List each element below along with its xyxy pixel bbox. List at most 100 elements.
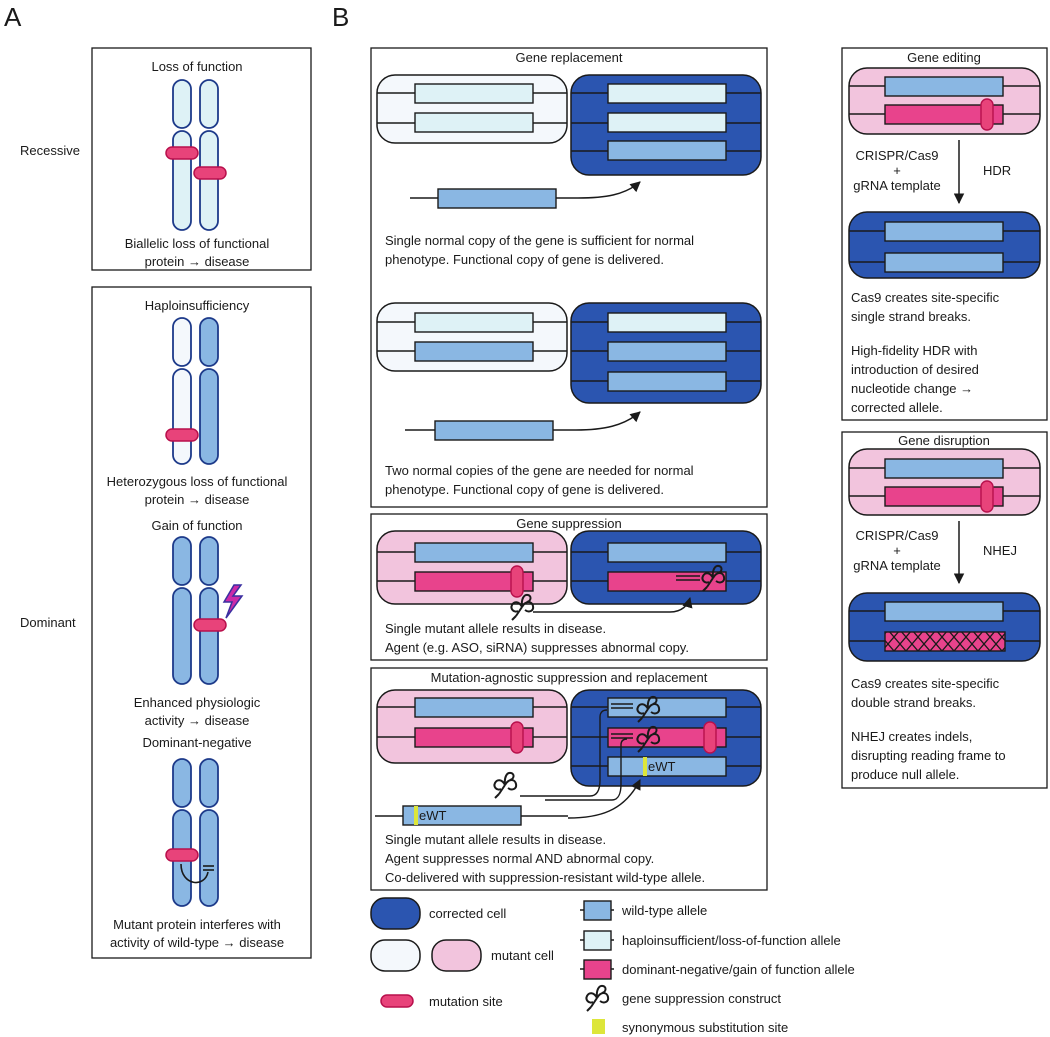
mutation-site — [193, 166, 227, 180]
gene-disruption-caption-5: produce null allele. — [851, 767, 959, 782]
gene-editing-box: Gene editing CRISPR/Cas9 + gRNA template… — [841, 47, 1048, 421]
delivered-ewt-gene: eWT — [375, 779, 641, 826]
legend-dominant-negative-allele: dominant-negative/gain of function allel… — [622, 962, 855, 977]
recessive-row-label: Recessive — [20, 143, 80, 158]
mutation-site — [193, 618, 227, 632]
mutation-site — [510, 721, 524, 754]
gene-disruption-box: Gene disruption CRISPR/Cas9 + gRNA templ… — [841, 431, 1048, 789]
gene-editing-title: Gene editing — [907, 50, 981, 65]
legend-corrected-cell: corrected cell — [429, 906, 506, 921]
wild-type-allele — [434, 420, 554, 441]
gene-replacement-caption-1a: Single normal copy of the gene is suffic… — [385, 233, 694, 248]
ewt-allele — [607, 756, 727, 777]
delivery-arrow — [575, 411, 641, 431]
gene-editing-agent-1: CRISPR/Cas9 — [855, 148, 938, 163]
gene-disruption-caption-1: Cas9 creates site-specific — [851, 676, 1000, 691]
legend: corrected cell mutant cell mutation site… — [370, 897, 855, 1035]
wild-type-allele — [414, 697, 534, 718]
wild-type-allele — [607, 371, 727, 392]
mutant-cell — [848, 67, 1041, 135]
dominant-negative-caption-2: activity of wild-type → disease — [110, 935, 284, 950]
gain-of-function-title: Gain of function — [151, 518, 242, 533]
delivery-arrow — [533, 596, 693, 613]
wild-type-allele — [437, 188, 557, 209]
mutation-site — [165, 848, 199, 862]
loss-of-function-box: Loss of function Biallelic loss of funct… — [91, 47, 312, 271]
corrected-cell — [848, 592, 1041, 662]
legend-synonymous-site: synonymous substitution site — [622, 1020, 788, 1035]
gene-editing-caption-1: Cas9 creates site-specific — [851, 290, 1000, 305]
legend-mutant-cell: mutant cell — [491, 948, 554, 963]
wild-type-allele — [414, 341, 534, 362]
mutant-cell — [376, 302, 568, 372]
mutation-site — [980, 480, 994, 513]
gene-disruption-agent-1: CRISPR/Cas9 — [855, 528, 938, 543]
legend-mutation-site-swatch — [380, 994, 414, 1008]
mutant-cell — [376, 530, 568, 605]
interference-arrow — [180, 863, 209, 884]
gene-disruption-pathway: NHEJ — [983, 543, 1017, 558]
gene-suppression-caption-1: Single mutant allele results in disease. — [385, 621, 606, 636]
chromosome-pair — [165, 758, 219, 907]
synonymous-site — [643, 757, 647, 776]
legend-synonymous-site-swatch — [592, 1019, 605, 1034]
loss-of-function-caption-1: Biallelic loss of functional — [125, 236, 270, 251]
gene-disruption-caption-4: disrupting reading frame to — [851, 748, 1006, 763]
dominant-negative-allele — [884, 486, 1004, 507]
gene-editing-caption-3: High-fidelity HDR with — [851, 343, 977, 358]
dominant-negative-allele — [414, 571, 534, 592]
gene-disruption-agent-3: gRNA template — [853, 558, 940, 573]
gene-editing-agent-2: + — [893, 163, 901, 178]
wild-type-allele — [607, 140, 727, 161]
gene-replacement-caption-2a: Two normal copies of the gene are needed… — [385, 463, 694, 478]
mutation-site — [165, 428, 199, 442]
legend-haploinsufficient-allele: haploinsufficient/loss-of-function allel… — [622, 933, 841, 948]
wild-type-allele — [884, 76, 1004, 97]
mutant-cell — [848, 448, 1041, 516]
chromosome-pair — [165, 79, 227, 231]
mutation-agnostic-box: Mutation-agnostic suppression and replac… — [370, 667, 768, 891]
corrected-cell: eWT — [570, 689, 762, 787]
legend-mutant-cell-light-swatch — [370, 939, 421, 972]
dominant-negative-allele — [884, 104, 1004, 125]
gene-disruption-caption-3: NHEJ creates indels, — [851, 729, 972, 744]
ewt-label: eWT — [648, 759, 676, 774]
panel-label-a: A — [4, 2, 22, 32]
mutant-cell — [376, 689, 568, 764]
wild-type-allele — [884, 221, 1004, 242]
chromosome-pair — [172, 536, 244, 685]
gene-editing-pathway: HDR — [983, 163, 1011, 178]
delivered-gene — [410, 181, 641, 209]
haploinsufficiency-title: Haploinsufficiency — [145, 298, 250, 313]
mutation-agnostic-caption-3: Co-delivered with suppression-resistant … — [385, 870, 705, 885]
loss-of-function-title: Loss of function — [151, 59, 242, 74]
legend-mutation-site: mutation site — [429, 994, 503, 1009]
loss-of-function-caption-2: protein → disease — [145, 254, 250, 269]
gene-disruption-agent-2: + — [893, 543, 901, 558]
ewt-allele — [402, 805, 522, 826]
mutation-site — [165, 146, 199, 160]
haploinsufficiency-caption-1: Heterozygous loss of functional — [107, 474, 288, 489]
delivery-arrow — [567, 779, 641, 819]
dominant-negative-caption-1: Mutant protein interferes with — [113, 917, 281, 932]
wild-type-allele — [884, 458, 1004, 479]
gene-replacement-box: Gene replacement Single normal copy of t… — [370, 47, 768, 508]
wild-type-allele — [884, 601, 1004, 622]
dominant-negative-title: Dominant-negative — [142, 735, 251, 750]
gene-editing-caption-6: corrected allele. — [851, 400, 943, 415]
gene-replacement-caption-1b: phenotype. Functional copy of gene is de… — [385, 252, 664, 267]
gene-disruption-caption-2: double strand breaks. — [851, 695, 976, 710]
chromosome-pair — [165, 317, 219, 465]
mutation-agnostic-caption-1: Single mutant allele results in disease. — [385, 832, 606, 847]
mutation-site — [510, 565, 524, 598]
corrected-cell — [570, 74, 762, 176]
null-allele — [884, 631, 1006, 652]
legend-suppression-construct-icon — [585, 984, 610, 1012]
legend-wild-type-swatch — [580, 900, 614, 921]
legend-gene-suppression-construct: gene suppression construct — [622, 991, 781, 1006]
gene-suppression-caption-2: Agent (e.g. ASO, siRNA) suppresses abnor… — [385, 640, 689, 655]
wild-type-allele — [414, 542, 534, 563]
legend-wild-type-allele: wild-type allele — [621, 903, 707, 918]
gain-of-function-caption-2: activity → disease — [145, 713, 250, 728]
